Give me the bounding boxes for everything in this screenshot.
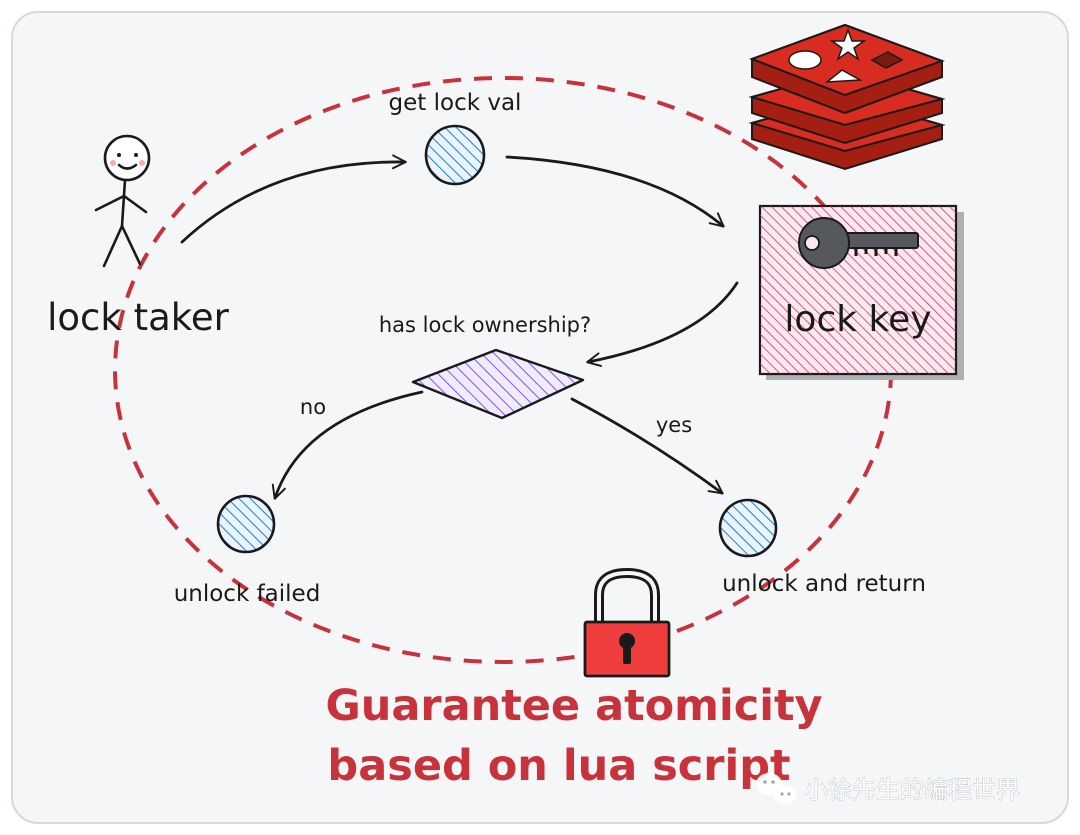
arrow-get-to-lock-key <box>505 155 725 228</box>
padlock-icon <box>583 567 671 678</box>
ownership-decision-diamond <box>411 348 585 420</box>
unlock-and-return-node <box>718 498 778 558</box>
arrow-actor-to-get <box>180 154 407 244</box>
lock-key-label: lock key <box>784 299 931 340</box>
arrow-decision-to-failed <box>271 390 424 500</box>
lock-taker-stick-figure-icon <box>94 134 151 268</box>
caption-line-1: Guarantee atomicity <box>325 681 822 731</box>
wechat-icon <box>756 773 796 804</box>
arrow-lock-key-to-decision <box>586 281 739 367</box>
watermark-text: 小徐先生的编程世界 <box>804 776 1020 804</box>
branch-no-label: no <box>300 395 326 419</box>
get-lock-val-node <box>424 124 486 186</box>
unlock-failed-node <box>216 494 276 554</box>
branch-yes-label: yes <box>656 413 692 437</box>
watermark: 小徐先生的编程世界 <box>756 773 1020 804</box>
key-icon <box>798 217 919 269</box>
actor-label: lock taker <box>47 296 230 339</box>
redis-logo-icon <box>748 23 946 171</box>
get-lock-val-label: get lock val <box>389 90 522 116</box>
caption-line-2: based on lua script <box>327 741 790 791</box>
unlock-failed-label: unlock failed <box>174 581 321 607</box>
arrow-decision-to-success <box>570 397 724 495</box>
unlock-and-return-label: unlock and return <box>722 571 926 597</box>
decision-label: has lock ownership? <box>379 313 591 337</box>
